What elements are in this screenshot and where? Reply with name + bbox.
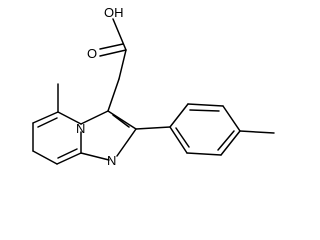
bond-aryl-3-4 [222, 105, 241, 132]
bond-aryl-5-6 [186, 152, 222, 156]
bond-aryl-4-5 [220, 130, 241, 156]
bond-n4-c5 [57, 111, 82, 125]
imidazole-ring [80, 110, 137, 161]
bond-c2-n1 [116, 128, 137, 157]
bond-c3-n4 [80, 110, 109, 125]
bond-c7-c8 [32, 150, 58, 165]
bond-aryl-6-1-double [175, 127, 190, 148]
bond-carboxyl-carbon-carbonyl-oxygen-double [99, 43, 124, 50]
bond-aryl-2-3-double [189, 109, 220, 112]
molecule-drawing: OH O N N [32, 5, 275, 168]
bond-c2-aryl [135, 126, 171, 130]
bond-methylene-ring-c3 [107, 78, 120, 112]
bond-aryl-methyl [239, 130, 275, 134]
bond-aryl-1-2 [169, 103, 189, 128]
tolyl-ring [135, 103, 275, 156]
bond-carboxyl-carbon-carbonyl-oxygen [99, 49, 127, 57]
imine-nitrogen-label: N [107, 153, 116, 168]
bond-aryl-6-1 [169, 126, 188, 154]
pyridine-ring [32, 83, 82, 165]
bond-n1-c8a [80, 152, 110, 161]
hydroxyl-label: OH [104, 5, 124, 20]
bond-c8-c8a-double [57, 148, 78, 159]
carboxylic-acid-group [99, 18, 127, 112]
bond-aryl-4-5-double [217, 130, 235, 151]
bond-c5-c6-double [37, 117, 58, 128]
bond-c3-c2 [107, 110, 137, 130]
bond-oh-carboxyl-carbon [112, 18, 127, 51]
atom-labels: OH O N N [76, 5, 124, 168]
bond-c5-c6 [32, 111, 59, 124]
carbonyl-oxygen-label: O [87, 46, 97, 61]
bond-carboxyl-carbon-methylene [118, 49, 127, 80]
chemical-structure-diagram: OH O N N [32, 5, 275, 168]
bond-aryl-2-3 [187, 103, 224, 107]
bridgehead-nitrogen-label: N [76, 121, 85, 136]
bond-c8-c8a [56, 152, 82, 165]
bond-c3-c2-double [112, 114, 130, 128]
